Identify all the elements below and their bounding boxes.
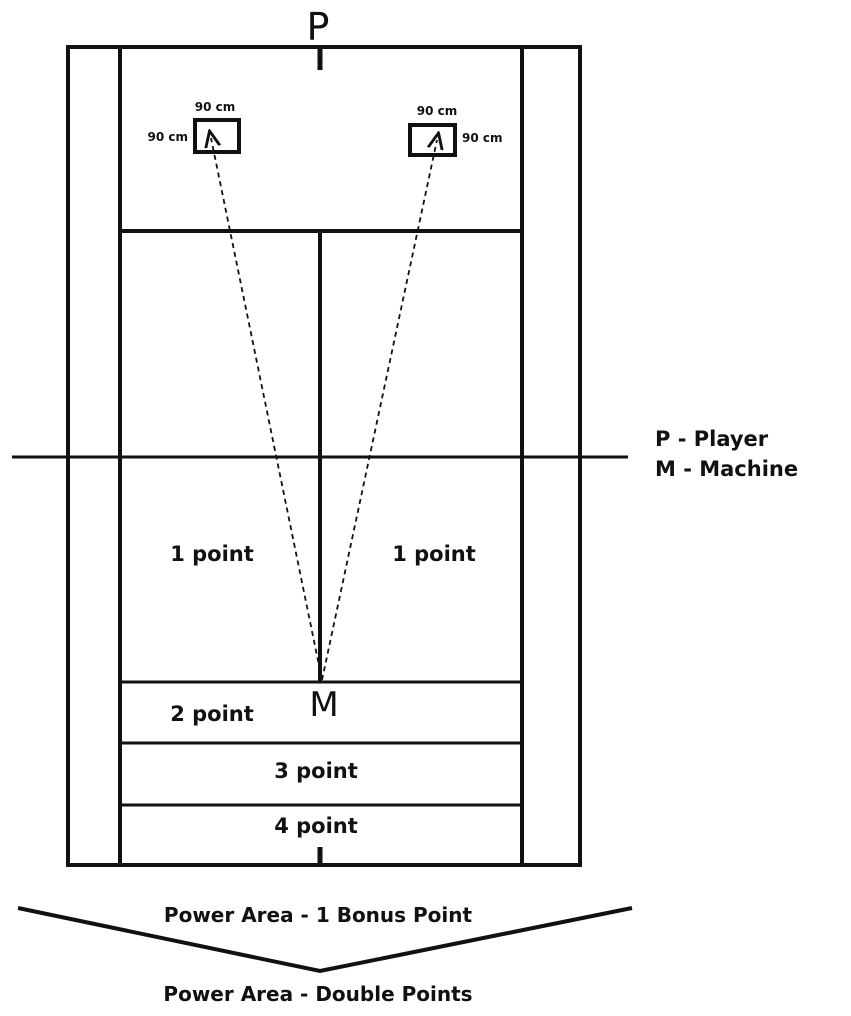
legend-player: P - Player: [655, 427, 769, 451]
power-area-double-label: Power Area - Double Points: [163, 982, 472, 1006]
left-target-height-label: 90 cm: [148, 130, 189, 144]
power-area-divider: [17, 906, 633, 974]
power-area-bonus-label: Power Area - 1 Bonus Point: [164, 903, 473, 927]
zone-right-1-label: 1 point: [392, 542, 476, 566]
right-target-height-label: 90 cm: [462, 131, 503, 145]
player-marker: P: [307, 5, 330, 49]
zone-left-1-label: 1 point: [170, 542, 254, 566]
zone-3-label: 3 point: [274, 759, 358, 783]
legend-machine: M - Machine: [655, 457, 798, 481]
zone-2-label: 2 point: [170, 702, 254, 726]
right-target-width-label: 90 cm: [417, 104, 458, 118]
left-target-width-label: 90 cm: [195, 100, 236, 114]
trajectory-right-arrow: [321, 140, 437, 681]
zone-4-label: 4 point: [274, 814, 358, 838]
right-target-square: [408, 123, 457, 157]
left-target-square: [193, 118, 241, 154]
trajectory-left-arrow: [211, 138, 323, 681]
machine-marker: M: [309, 685, 338, 725]
